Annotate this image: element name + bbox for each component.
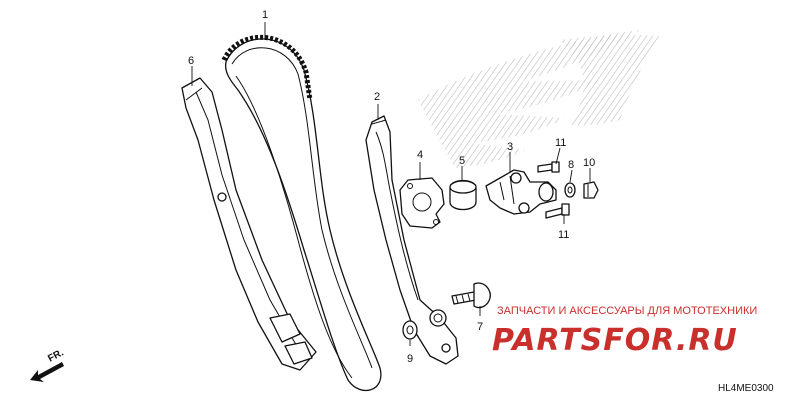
tensioner-lifter bbox=[485, 169, 557, 215]
callout-5: 5 bbox=[459, 155, 465, 167]
washer-small bbox=[564, 182, 576, 198]
callout-6: 6 bbox=[188, 55, 194, 67]
gasket bbox=[399, 177, 445, 229]
collar bbox=[449, 179, 477, 211]
callout-4: 4 bbox=[417, 149, 423, 161]
watermark-text: ЗАПЧАСТИ И АКСЕССУАРЫ ДЛЯ МОТОТЕХНИКИ bbox=[497, 305, 757, 317]
cam-chain bbox=[221, 35, 382, 391]
tensioner-slipper bbox=[365, 115, 459, 365]
bolt-lower bbox=[545, 203, 570, 219]
watermark-logo: PARTSFOR.RU bbox=[492, 323, 738, 358]
bolt-upper bbox=[537, 161, 560, 173]
callout-11-upper: 11 bbox=[555, 137, 566, 149]
chain-guide bbox=[181, 77, 317, 371]
callout-9: 9 bbox=[407, 353, 413, 365]
callout-10: 10 bbox=[583, 157, 595, 169]
wing-logo-background bbox=[418, 30, 660, 168]
pivot-bolt bbox=[451, 282, 491, 309]
callout-11-lower: 11 bbox=[558, 229, 569, 241]
watermark: ЗАПЧАСТИ И АКСЕССУАРЫ ДЛЯ МОТОТЕХНИКИ PA… bbox=[492, 305, 757, 358]
callout-8: 8 bbox=[568, 159, 574, 171]
front-direction-indicator: FR. bbox=[30, 347, 66, 382]
callout-7: 7 bbox=[477, 321, 483, 333]
callout-3: 3 bbox=[507, 141, 513, 153]
callout-labels: 1 2 3 4 5 6 7 8 9 10 11 11 bbox=[188, 9, 595, 365]
front-arrow-icon bbox=[30, 362, 64, 382]
plug-bolt bbox=[583, 181, 599, 199]
callout-2: 2 bbox=[374, 91, 380, 103]
callout-1: 1 bbox=[262, 9, 268, 21]
front-label: FR. bbox=[46, 347, 66, 364]
diagram-code: HL4ME0300 bbox=[718, 383, 774, 394]
washer-large bbox=[402, 320, 418, 340]
leader-lines bbox=[191, 22, 591, 346]
